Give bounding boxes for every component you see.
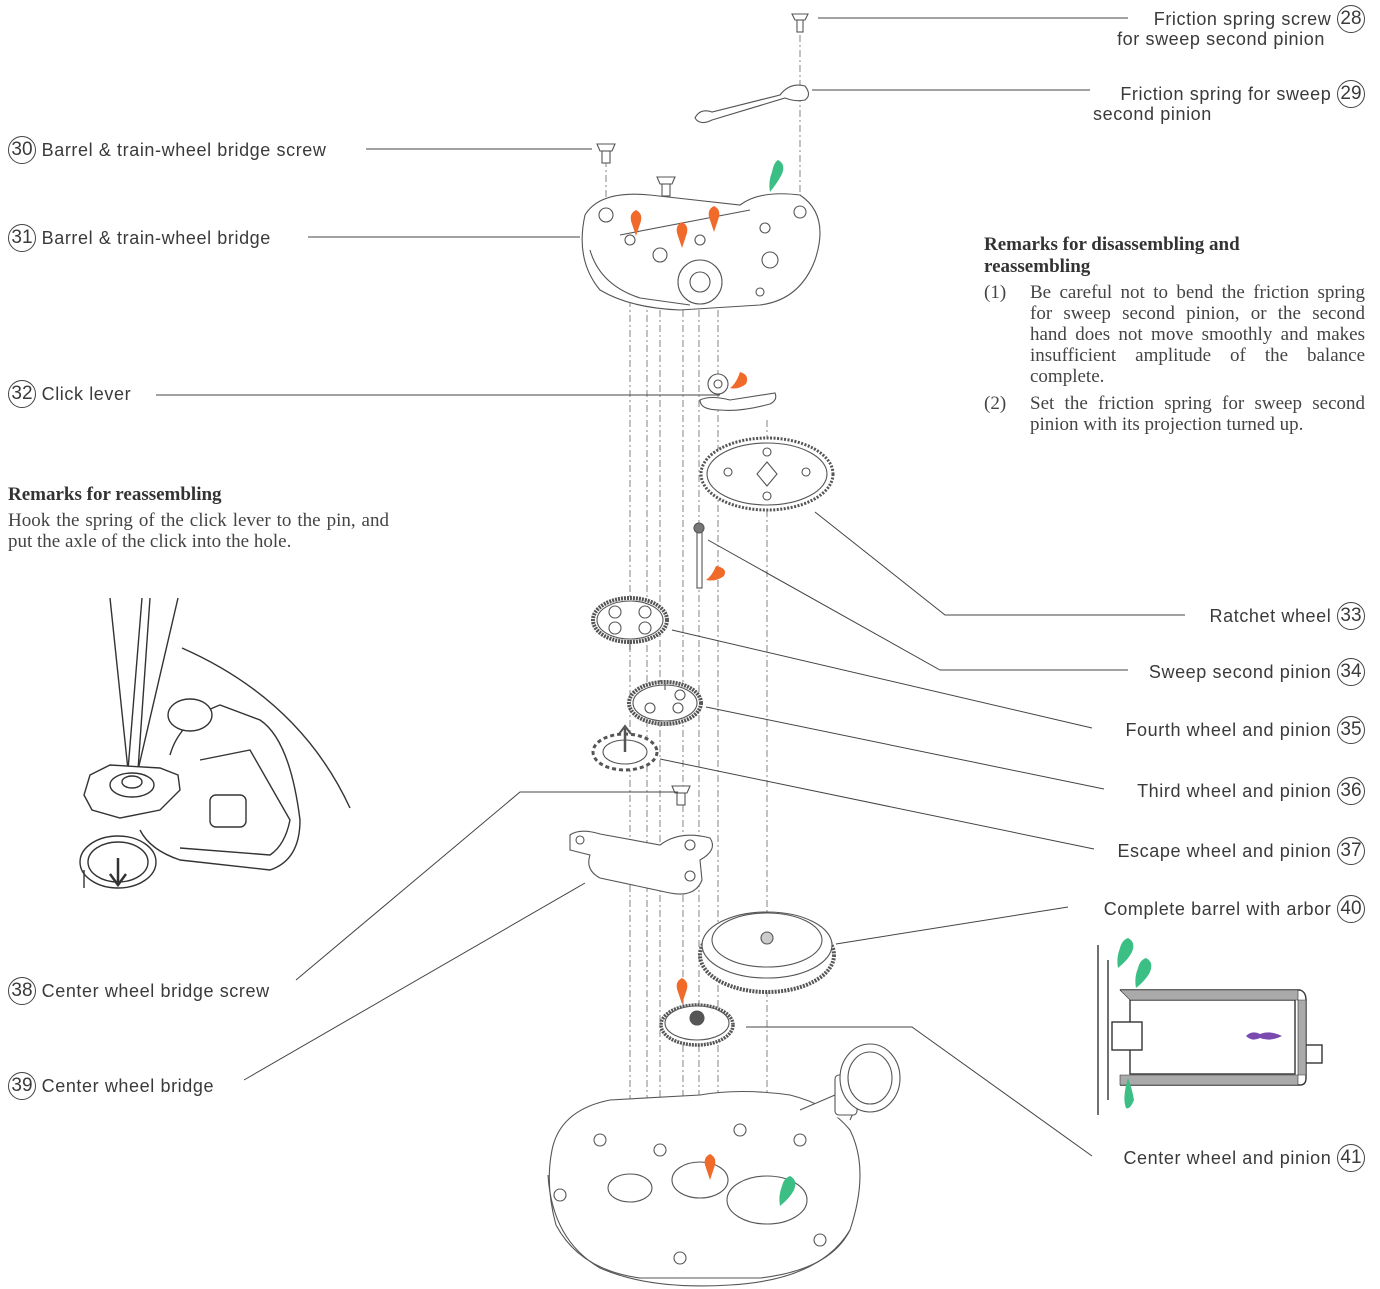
label-part-29: Friction spring for sweep 29	[1120, 80, 1365, 108]
part-32-number: 32	[8, 380, 36, 408]
part-40-number: 40	[1337, 895, 1365, 923]
part-36-label: Third wheel and pinion	[1137, 781, 1332, 801]
remarks-disassembly-title: Remarks for disassembling and reassembli…	[984, 234, 1240, 278]
part-28-label-line2: for sweep second pinion	[1117, 29, 1325, 49]
screw-30-icon	[596, 143, 616, 164]
part-30-number: 30	[8, 136, 36, 164]
part-33-number: 33	[1337, 602, 1365, 630]
remark-item: (2) Set the friction spring for sweep se…	[984, 393, 1365, 435]
part-34-label: Sweep second pinion	[1148, 662, 1332, 682]
purple-oil-marker	[1246, 1032, 1282, 1040]
center-wheel-bridge-icon	[569, 830, 713, 895]
label-part-28: Friction spring screw 28	[1154, 5, 1365, 33]
label-part-40: Complete barrel with arbor 40	[1104, 895, 1365, 923]
green-oil-markers	[769, 160, 1152, 1206]
part-37-label: Escape wheel and pinion	[1117, 841, 1332, 861]
sweep-second-pinion-icon	[693, 522, 705, 589]
label-part-30: 30 Barrel & train-wheel bridge screw	[8, 136, 327, 164]
part-31-number: 31	[8, 224, 36, 252]
click-lever-icon	[699, 373, 777, 411]
part-40-label: Complete barrel with arbor	[1103, 899, 1332, 919]
center-wheel-icon	[659, 1003, 735, 1047]
remarks-disassembly-list: (1) Be careful not to bend the friction …	[984, 282, 1365, 441]
part-28-label: Friction spring screw	[1153, 9, 1332, 29]
complete-barrel-icon	[698, 911, 836, 994]
remark-index: (1)	[984, 282, 1007, 303]
label-part-37: Escape wheel and pinion 37	[1117, 837, 1365, 865]
part-33-label: Ratchet wheel	[1209, 606, 1332, 626]
fourth-wheel-icon	[591, 596, 669, 650]
part-41-number: 41	[1337, 1144, 1365, 1172]
part-30-label: Barrel & train-wheel bridge screw	[41, 140, 327, 160]
remark-text: Set the friction spring for sweep second…	[1030, 393, 1365, 435]
label-part-36: Third wheel and pinion 36	[1137, 777, 1365, 805]
main-plate-icon	[547, 1090, 861, 1287]
part-37-number: 37	[1337, 837, 1365, 865]
label-part-38: 38 Center wheel bridge screw	[8, 977, 270, 1005]
part-39-number: 39	[8, 1072, 36, 1100]
screw-28-icon	[791, 13, 809, 33]
part-38-number: 38	[8, 977, 36, 1005]
remark-item: (1) Be careful not to bend the friction …	[984, 282, 1365, 387]
click-reassembly-detail	[79, 597, 351, 889]
part-36-number: 36	[1337, 777, 1365, 805]
label-part-34: Sweep second pinion 34	[1149, 658, 1365, 686]
screw-38-icon	[671, 785, 691, 806]
crown-icon	[834, 1043, 901, 1116]
remarks-disassembly-title-line1: Remarks for disassembling and	[984, 234, 1240, 255]
train-wheel-bridge-icon	[581, 193, 821, 311]
label-part-35: Fourth wheel and pinion 35	[1125, 716, 1365, 744]
orange-oil-markers	[630, 206, 748, 1180]
escape-wheel-icon	[591, 724, 659, 772]
part-34-number: 34	[1337, 658, 1365, 686]
part-35-label: Fourth wheel and pinion	[1125, 720, 1332, 740]
label-part-33: Ratchet wheel 33	[1210, 602, 1365, 630]
remarks-reassembly-text: Hook the spring of the click lever to th…	[8, 510, 389, 552]
remark-text: Be careful not to bend the friction spri…	[1030, 282, 1365, 387]
part-29-number: 29	[1337, 80, 1365, 108]
part-28-number: 28	[1337, 5, 1365, 33]
label-part-32: 32 Click lever	[8, 380, 131, 408]
part-29-label: Friction spring for sweep	[1120, 84, 1332, 104]
part-39-label: Center wheel bridge	[41, 1076, 215, 1096]
label-part-31: 31 Barrel & train-wheel bridge	[8, 224, 271, 252]
part-32-label: Click lever	[41, 384, 132, 404]
label-part-39: 39 Center wheel bridge	[8, 1072, 214, 1100]
leader-lines	[156, 17, 1185, 1157]
part-31-label: Barrel & train-wheel bridge	[41, 228, 271, 248]
screw-bridge-icon	[656, 176, 676, 197]
oil-markers	[630, 160, 1282, 1206]
part-35-number: 35	[1337, 716, 1365, 744]
part-38-label: Center wheel bridge screw	[41, 981, 270, 1001]
label-part-41: Center wheel and pinion 41	[1123, 1144, 1365, 1172]
remarks-reassembly-title: Remarks for reassembling	[8, 484, 222, 505]
third-wheel-icon	[627, 680, 703, 726]
ratchet-wheel-icon	[699, 436, 835, 512]
remark-index: (2)	[984, 393, 1007, 414]
remarks-disassembly-title-line2: reassembling	[984, 256, 1091, 277]
friction-spring-icon	[694, 84, 810, 124]
part-41-label: Center wheel and pinion	[1123, 1148, 1332, 1168]
part-29-label-line2: second pinion	[1093, 104, 1212, 124]
